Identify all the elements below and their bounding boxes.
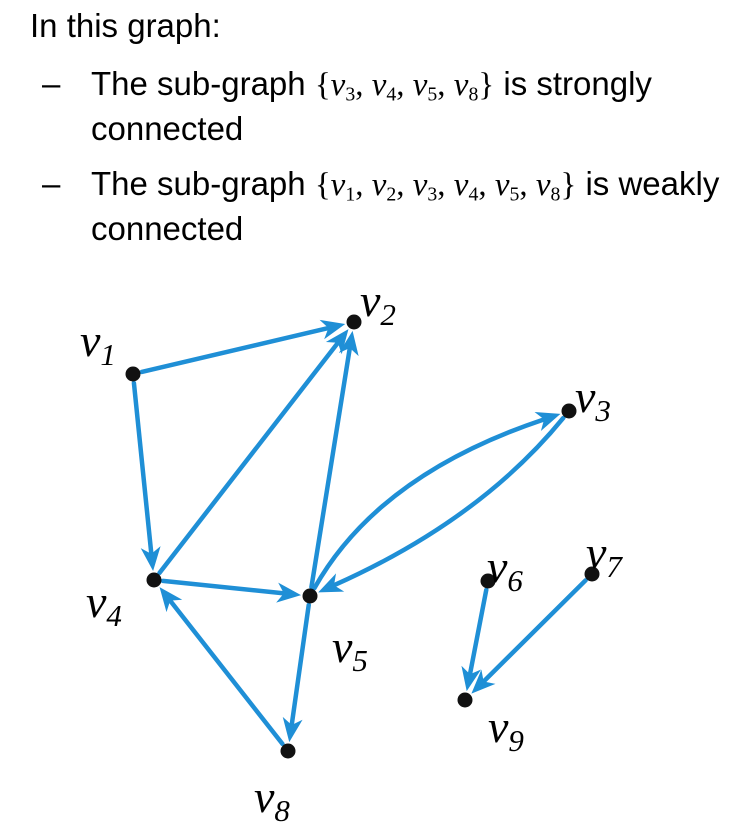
set-close-brace: } [560,167,577,203]
edge-v5-to-v8 [289,602,311,727]
edge-v1-to-v4 [131,380,154,556]
set-comma: , [437,167,454,203]
set-comma: , [355,67,372,103]
set-vertex: v3 [412,167,438,206]
vertex-label-v7: v7 [586,527,623,584]
edge-v5-to-v3 [312,417,546,591]
set-vertex-subscript: 5 [509,183,520,206]
set-vertex-subscript: 8 [550,183,561,206]
vertex-label-subscript: 5 [352,643,368,678]
set-comma: , [396,167,413,203]
arrowhead-v5-to-v8 [282,716,303,743]
arrowhead-v5-to-v3 [534,412,561,431]
edge-v4-to-v5 [160,578,286,596]
arrowhead-v3-to-v5 [318,573,345,593]
set-vertex: v3 [330,67,356,106]
edge-v3-to-v5 [332,415,566,588]
vertex-v8 [280,743,296,759]
bullet-text: The sub-graph {v1, v2, v3, v4, v5, v8} i… [91,162,747,251]
set-vertex: v5 [494,167,520,206]
set-vertex-subscript: 2 [386,183,397,206]
arrowhead-v1-to-v4 [140,546,161,572]
vertex-label-subscript: 1 [100,337,116,372]
arrowhead-v4-to-v5 [276,582,302,603]
slide-heading: In this graph: [30,7,221,44]
set-vertex: v8 [535,167,561,206]
bullet-text-after: is strongly connected [91,65,652,147]
vertex-label-subscript: 9 [508,723,524,758]
bullet-text-before: The sub-graph [91,65,315,102]
set-vertex-subscript: 1 [345,183,356,206]
vertex-label-v4: v4 [86,576,122,633]
set-comma: , [519,167,536,203]
vertex-label-v1: v1 [80,315,116,372]
edge-v7-to-v9 [481,578,588,684]
bullet-dash: – [42,65,61,102]
edge-v1-to-v2 [139,325,330,375]
edge-v4-to-v2 [157,341,340,576]
vertex-v5 [302,588,318,604]
set-vertex-subscript: 4 [386,83,397,106]
vertex-label-v6: v6 [487,541,523,598]
vertex-v3 [561,403,577,419]
vertex-label-subscript: 7 [606,549,623,584]
vertex-set: {v3, v4, v5, v8} [314,67,495,106]
set-vertex: v1 [330,167,356,206]
vertex-label-v9: v9 [488,701,524,758]
set-comma: , [396,67,413,103]
arrowhead-v1-to-v2 [319,319,346,340]
set-vertex-subscript: 3 [345,83,356,106]
set-comma: , [355,167,372,203]
bullet-text-before: The sub-graph [91,165,315,202]
set-close-brace: } [478,67,495,103]
arrowhead-v8-to-v4 [159,587,183,613]
set-comma: , [437,67,454,103]
vertex-label-v8: v8 [254,771,290,828]
vertex-v6 [480,573,496,589]
vertex-v7 [584,566,600,582]
set-vertex: v4 [371,67,397,106]
set-vertex: v5 [412,67,438,106]
vertex-label-v5: v5 [332,621,368,678]
edge-v8-to-v4 [168,599,285,747]
vertex-label-v2: v2 [360,275,396,332]
bullet-text: The sub-graph {v3, v4, v5, v8} is strong… [91,62,747,151]
set-vertex-subscript: 4 [468,183,479,206]
vertex-set: {v1, v2, v3, v4, v5, v8} [314,167,577,206]
vertex-v2 [346,314,362,330]
set-vertex: v4 [453,167,479,206]
vertex-v9 [457,692,473,708]
set-open-brace: { [314,67,331,103]
set-vertex-subscript: 3 [427,183,438,206]
bullet-dash: – [42,165,61,202]
edge-v6-to-v9 [467,587,489,676]
set-vertex: v2 [371,167,397,206]
set-open-brace: { [314,167,331,203]
vertex-label-subscript: 2 [380,297,396,332]
arrowhead-v7-to-v9 [471,669,496,694]
vertex-label-subscript: 3 [594,393,611,428]
vertex-label-v3: v3 [575,371,611,428]
set-vertex-subscript: 5 [427,83,438,106]
vertex-label-subscript: 4 [106,598,122,633]
set-vertex: v8 [453,67,479,106]
arrowhead-v5-to-v2 [338,330,359,357]
set-vertex-subscript: 8 [468,83,479,106]
vertex-label-subscript: 6 [507,563,523,598]
bullet-text-after: is weakly connected [91,165,720,247]
vertex-v1 [125,366,141,382]
vertex-label-subscript: 8 [274,793,290,828]
vertex-v4 [146,572,162,588]
edge-v5-to-v2 [309,346,352,590]
set-comma: , [478,167,495,203]
arrowhead-v6-to-v9 [461,665,482,692]
